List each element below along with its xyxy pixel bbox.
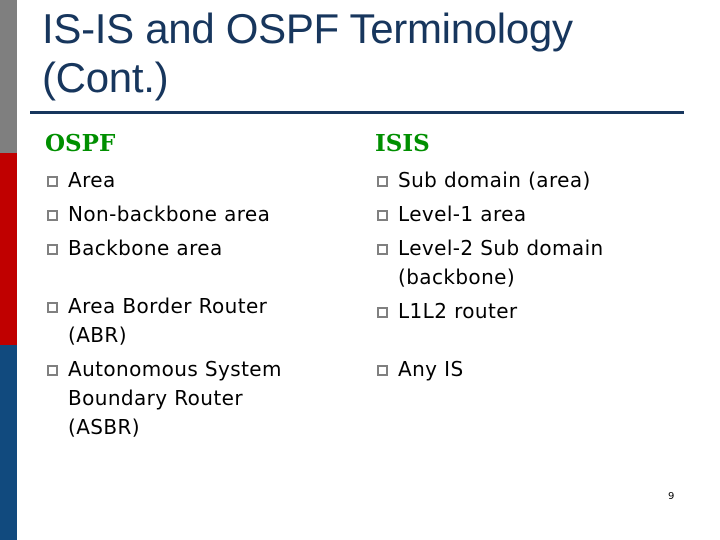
square-bullet-icon (377, 176, 388, 187)
title-underline-rule (30, 111, 684, 114)
square-bullet-icon (377, 244, 388, 255)
square-bullet-icon (377, 210, 388, 221)
list-item: Level-1 area (375, 200, 712, 229)
list-item: Autonomous System Boundary Router (ASBR) (45, 355, 375, 442)
square-bullet-icon (47, 176, 58, 187)
edge-bar-gray-segment (0, 0, 17, 153)
square-bullet-icon (47, 210, 58, 221)
square-bullet-icon (47, 244, 58, 255)
list-item-label: Level-1 area (398, 202, 527, 226)
list-item: Sub domain (area) (375, 166, 712, 195)
column-ospf: OSPF Area Non-backbone area Backbone are… (45, 131, 375, 447)
edge-bar-red-segment (0, 153, 17, 345)
list-item-label: Backbone area (68, 236, 223, 260)
column-isis: ISIS Sub domain (area) Level-1 area Leve… (375, 131, 712, 447)
slide-title: IS-IS and OSPF Terminology (Cont.) (42, 5, 573, 101)
square-bullet-icon (47, 365, 58, 376)
list-item: Level-2 Sub domain (backbone) (375, 234, 712, 292)
list-item-label: Level-2 Sub domain (backbone) (398, 236, 604, 289)
list-item-label: Area (68, 168, 116, 192)
list-item: L1L2 router (375, 297, 712, 326)
list-item-label: Autonomous System Boundary Router (ASBR) (68, 357, 282, 439)
list-item: Backbone area (45, 234, 375, 263)
list-item: Area Border Router (ABR) (45, 292, 375, 350)
two-column-body: OSPF Area Non-backbone area Backbone are… (45, 131, 712, 447)
list-item: Non-backbone area (45, 200, 375, 229)
list-item-label: Sub domain (area) (398, 168, 591, 192)
list-item-label: Area Border Router (ABR) (68, 294, 268, 347)
edge-bar-navy-segment (0, 345, 17, 540)
isis-bullet-list: Sub domain (area) Level-1 area Level-2 S… (375, 166, 712, 384)
list-item-label: L1L2 router (398, 299, 518, 323)
square-bullet-icon (377, 365, 388, 376)
square-bullet-icon (377, 307, 388, 318)
column-header-ospf: OSPF (45, 130, 116, 157)
edge-accent-bar (0, 0, 17, 540)
list-item-label: Non-backbone area (68, 202, 271, 226)
square-bullet-icon (47, 302, 58, 313)
ospf-bullet-list: Area Non-backbone area Backbone area Are… (45, 166, 375, 442)
page-number: 9 (668, 491, 675, 502)
list-item-label: Any IS (398, 357, 464, 381)
list-item: Area (45, 166, 375, 195)
column-header-isis: ISIS (375, 130, 430, 157)
list-item: Any IS (375, 355, 712, 384)
